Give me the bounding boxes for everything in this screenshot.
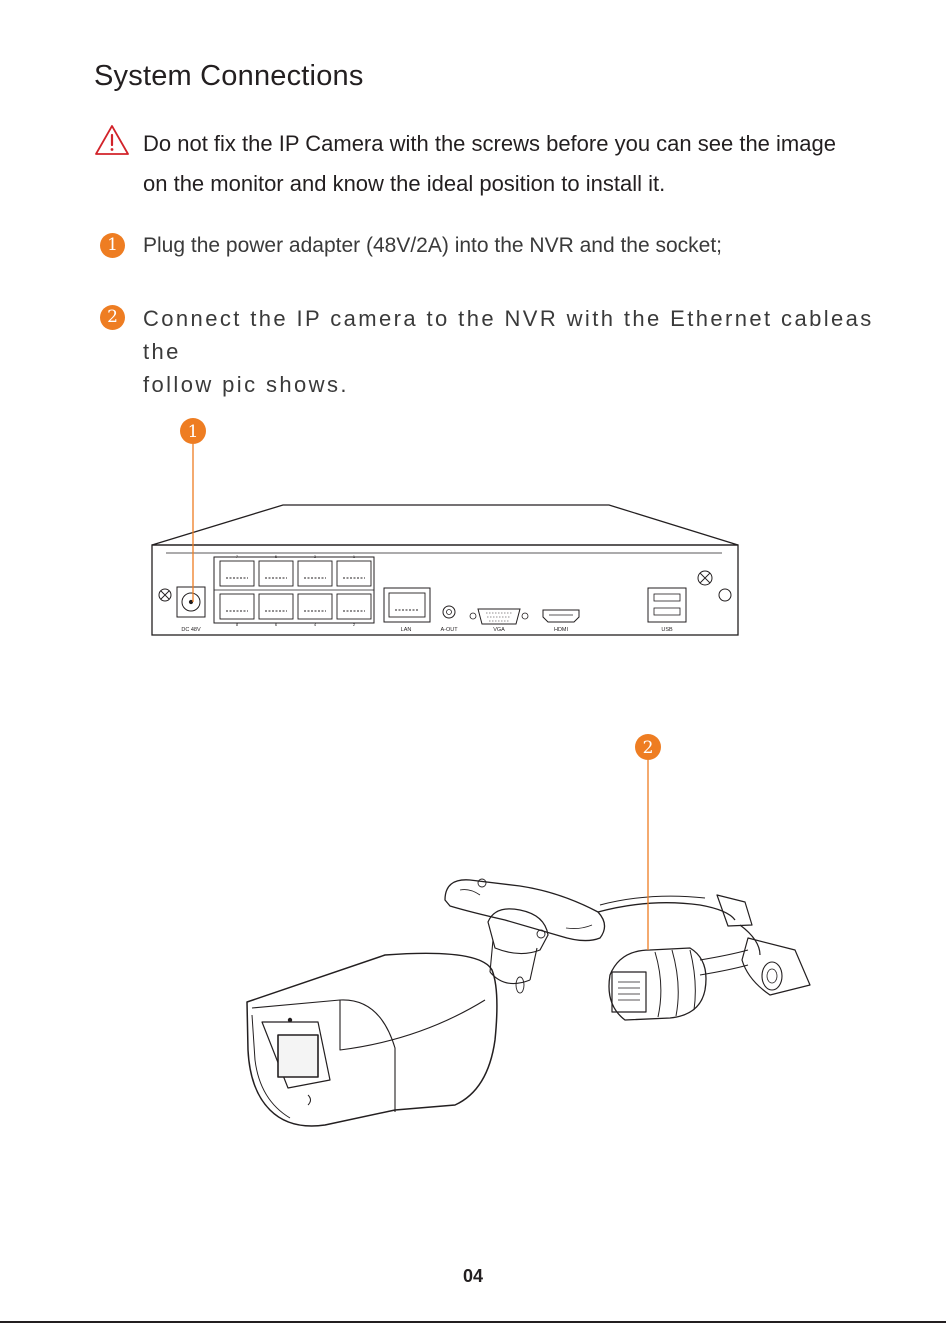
poe-port-number: 8 <box>236 622 239 627</box>
poe-port-number: 6 <box>275 622 278 627</box>
poe-port-number: 4 <box>314 622 317 627</box>
dc-port-label: DC 48V <box>181 627 201 633</box>
nvr-callout-number: 1 <box>188 422 199 442</box>
lan-port-label: LAN <box>401 627 412 633</box>
camera-callout-badge: 2 <box>635 734 661 760</box>
page-title: System Connections <box>94 60 364 92</box>
vga-port-label: VGA <box>493 627 505 633</box>
warning-line-2: on the monitor and know the ideal positi… <box>143 171 666 196</box>
step-2-line-2: follow pic shows. <box>143 372 349 397</box>
usb-port-label: USB <box>661 627 673 633</box>
poe-port-number: 2 <box>353 622 356 627</box>
camera-callout-number: 2 <box>643 738 654 758</box>
step-1-text: Plug the power adapter (48V/2A) into the… <box>143 234 723 257</box>
nvr-callout-badge: 1 <box>180 418 206 444</box>
nvr-device <box>151 504 739 636</box>
poe-port-number: 3 <box>314 554 317 559</box>
page-number: 04 <box>462 1266 484 1286</box>
poe-port-number: 7 <box>236 554 239 559</box>
warning-text: Do not fix the IP Camera with the screws… <box>143 124 903 204</box>
ip-camera <box>246 878 811 1127</box>
poe-port-number: 1 <box>353 554 356 559</box>
step-2-line-1: Connect the IP camera to the NVR with th… <box>143 306 874 364</box>
step-1-badge: 1 <box>100 233 125 258</box>
warning-icon <box>95 125 129 155</box>
warning-line-1: Do not fix the IP Camera with the screws… <box>143 131 836 156</box>
step-2-text: Connect the IP camera to the NVR with th… <box>143 302 903 401</box>
step-2-badge: 2 <box>100 305 125 330</box>
hdmi-port-label: HDMI <box>554 627 569 633</box>
bottom-divider <box>0 1321 946 1323</box>
aout-port-label: A-OUT <box>440 627 458 633</box>
poe-port-number: 5 <box>275 554 278 559</box>
